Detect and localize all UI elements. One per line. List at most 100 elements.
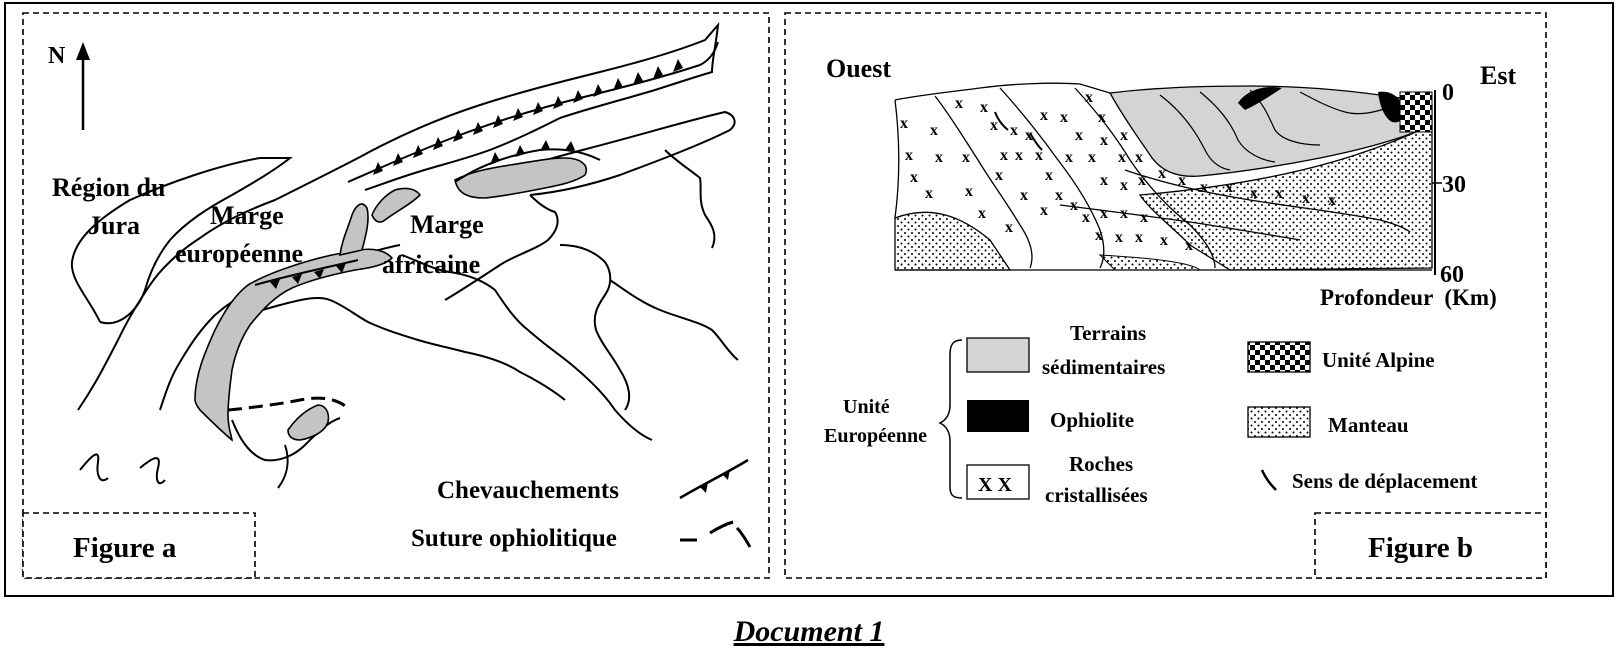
svg-text:x: x — [1135, 149, 1143, 166]
depth-tick-30: 30 — [1442, 172, 1466, 198]
figure-b-legend: Unité Européenne Terrains sédimentaires … — [824, 321, 1478, 507]
alpine-unit-swatch — [1247, 341, 1311, 373]
svg-text:x: x — [1040, 202, 1048, 219]
ophiolite-label: Ophiolite — [1050, 408, 1134, 432]
svg-text:x: x — [1060, 109, 1068, 126]
svg-text:x: x — [1185, 237, 1193, 254]
document-canvas: N — [4, 2, 1614, 597]
movement-label: Sens de déplacement — [1292, 469, 1478, 493]
north-arrow: N — [48, 42, 90, 130]
svg-text:x: x — [1120, 127, 1128, 144]
mantle-zone-mid — [1098, 254, 1202, 271]
svg-text:x: x — [1100, 172, 1108, 189]
svg-text:x: x — [1082, 209, 1090, 226]
suture-line-map — [227, 396, 352, 412]
svg-text:x: x — [1115, 229, 1123, 246]
crystalline-swatch — [966, 464, 1030, 500]
figure-a-frame — [22, 12, 770, 579]
svg-text:x: x — [1158, 165, 1166, 182]
suture-legend-label: Suture ophiolitique — [411, 525, 617, 552]
depth-tick-0: 0 — [1442, 80, 1454, 106]
crystalline-label-1: Roches — [1069, 452, 1133, 476]
depth-tick-60: 60 — [1440, 262, 1464, 288]
euro-margin-label-1: Marge — [210, 201, 284, 230]
svg-text:x: x — [1098, 109, 1106, 126]
thrusts-legend-label: Chevauchements — [437, 477, 619, 504]
figure-a-caption: Figure a — [73, 532, 177, 564]
svg-text:x: x — [980, 99, 988, 116]
svg-text:x: x — [1000, 147, 1008, 164]
depth-label: Profondeur (Km) — [1320, 285, 1497, 310]
european-unit-brace — [938, 339, 963, 499]
mantle-label: Manteau — [1328, 413, 1409, 437]
european-unit-label-2: Européenne — [824, 425, 927, 447]
svg-text:x: x — [1275, 185, 1283, 202]
svg-text:x: x — [1118, 149, 1126, 166]
sediment-zone — [1108, 85, 1433, 177]
svg-text:x: x — [1302, 190, 1310, 207]
svg-text:x: x — [910, 169, 918, 186]
svg-text:x: x — [905, 147, 913, 164]
svg-text:x: x — [1328, 192, 1336, 209]
svg-text:x: x — [1005, 219, 1013, 236]
svg-text:x: x — [1055, 187, 1063, 204]
svg-text:x: x — [900, 115, 908, 132]
alpine-unit-block — [1399, 91, 1433, 133]
svg-text:x: x — [1020, 187, 1028, 204]
east-label: Est — [1480, 61, 1516, 90]
figure-a: N — [22, 12, 770, 579]
european-unit-label-1: Unité — [843, 396, 890, 418]
svg-text:x: x — [1088, 149, 1096, 166]
svg-text:x: x — [1015, 147, 1023, 164]
suture-symbol — [680, 520, 752, 548]
svg-text:x: x — [1070, 197, 1078, 214]
alpine-unit-label: Unité Alpine — [1322, 348, 1435, 372]
afr-margin-label-1: Marge — [410, 210, 484, 239]
svg-text:x: x — [1095, 227, 1103, 244]
svg-text:x: x — [1100, 205, 1108, 222]
mantle-zone-east — [1138, 124, 1433, 271]
svg-text:x: x — [962, 149, 970, 166]
svg-text:x: x — [1025, 127, 1033, 144]
svg-text:x: x — [1085, 89, 1093, 106]
svg-text:x: x — [930, 122, 938, 139]
outer-frame — [4, 2, 1614, 597]
svg-text:x: x — [1140, 209, 1148, 226]
svg-text:x: x — [1065, 149, 1073, 166]
movement-symbol — [1260, 469, 1277, 491]
west-label: Ouest — [826, 54, 891, 83]
north-label: N — [48, 43, 66, 69]
ophiolite-bands — [194, 157, 587, 442]
svg-text:x: x — [1045, 167, 1053, 184]
sedimentary-label-1: Terrains — [1070, 321, 1146, 345]
svg-text:x: x — [1250, 185, 1258, 202]
figure-b-caption-box — [1314, 512, 1547, 579]
svg-text:x: x — [925, 185, 933, 202]
jura-label-2: Jura — [88, 211, 140, 240]
svg-text:x: x — [1035, 147, 1043, 164]
ophiolite-swatch — [967, 400, 1029, 432]
crystalline-label-2: cristallisées — [1045, 483, 1148, 507]
svg-text:x: x — [1120, 205, 1128, 222]
sedimentary-label-2: sédimentaires — [1042, 355, 1165, 379]
ophiolite-body-2 — [1378, 91, 1404, 123]
svg-text:x: x — [935, 149, 943, 166]
figure-b-frame — [784, 12, 1547, 579]
svg-text:x: x — [1120, 177, 1128, 194]
svg-text:x: x — [1200, 179, 1208, 196]
document-title: Document 1 — [733, 615, 885, 648]
svg-text:x: x — [1138, 172, 1146, 189]
svg-text:x: x — [955, 95, 963, 112]
svg-text:x: x — [990, 117, 998, 134]
figure-a-caption-box — [22, 512, 256, 579]
depth-axis: 0 30 60 Profondeur (Km) — [1320, 80, 1497, 310]
svg-text:x: x — [1010, 122, 1018, 139]
mantle-swatch — [1247, 406, 1311, 438]
svg-text:x: x — [1178, 172, 1186, 189]
thrust-symbol — [679, 458, 749, 500]
crystalline-swatch-text: X X — [978, 474, 1012, 496]
euro-margin-label-2: européenne — [175, 239, 303, 268]
ophiolite-body-1 — [1238, 86, 1282, 110]
